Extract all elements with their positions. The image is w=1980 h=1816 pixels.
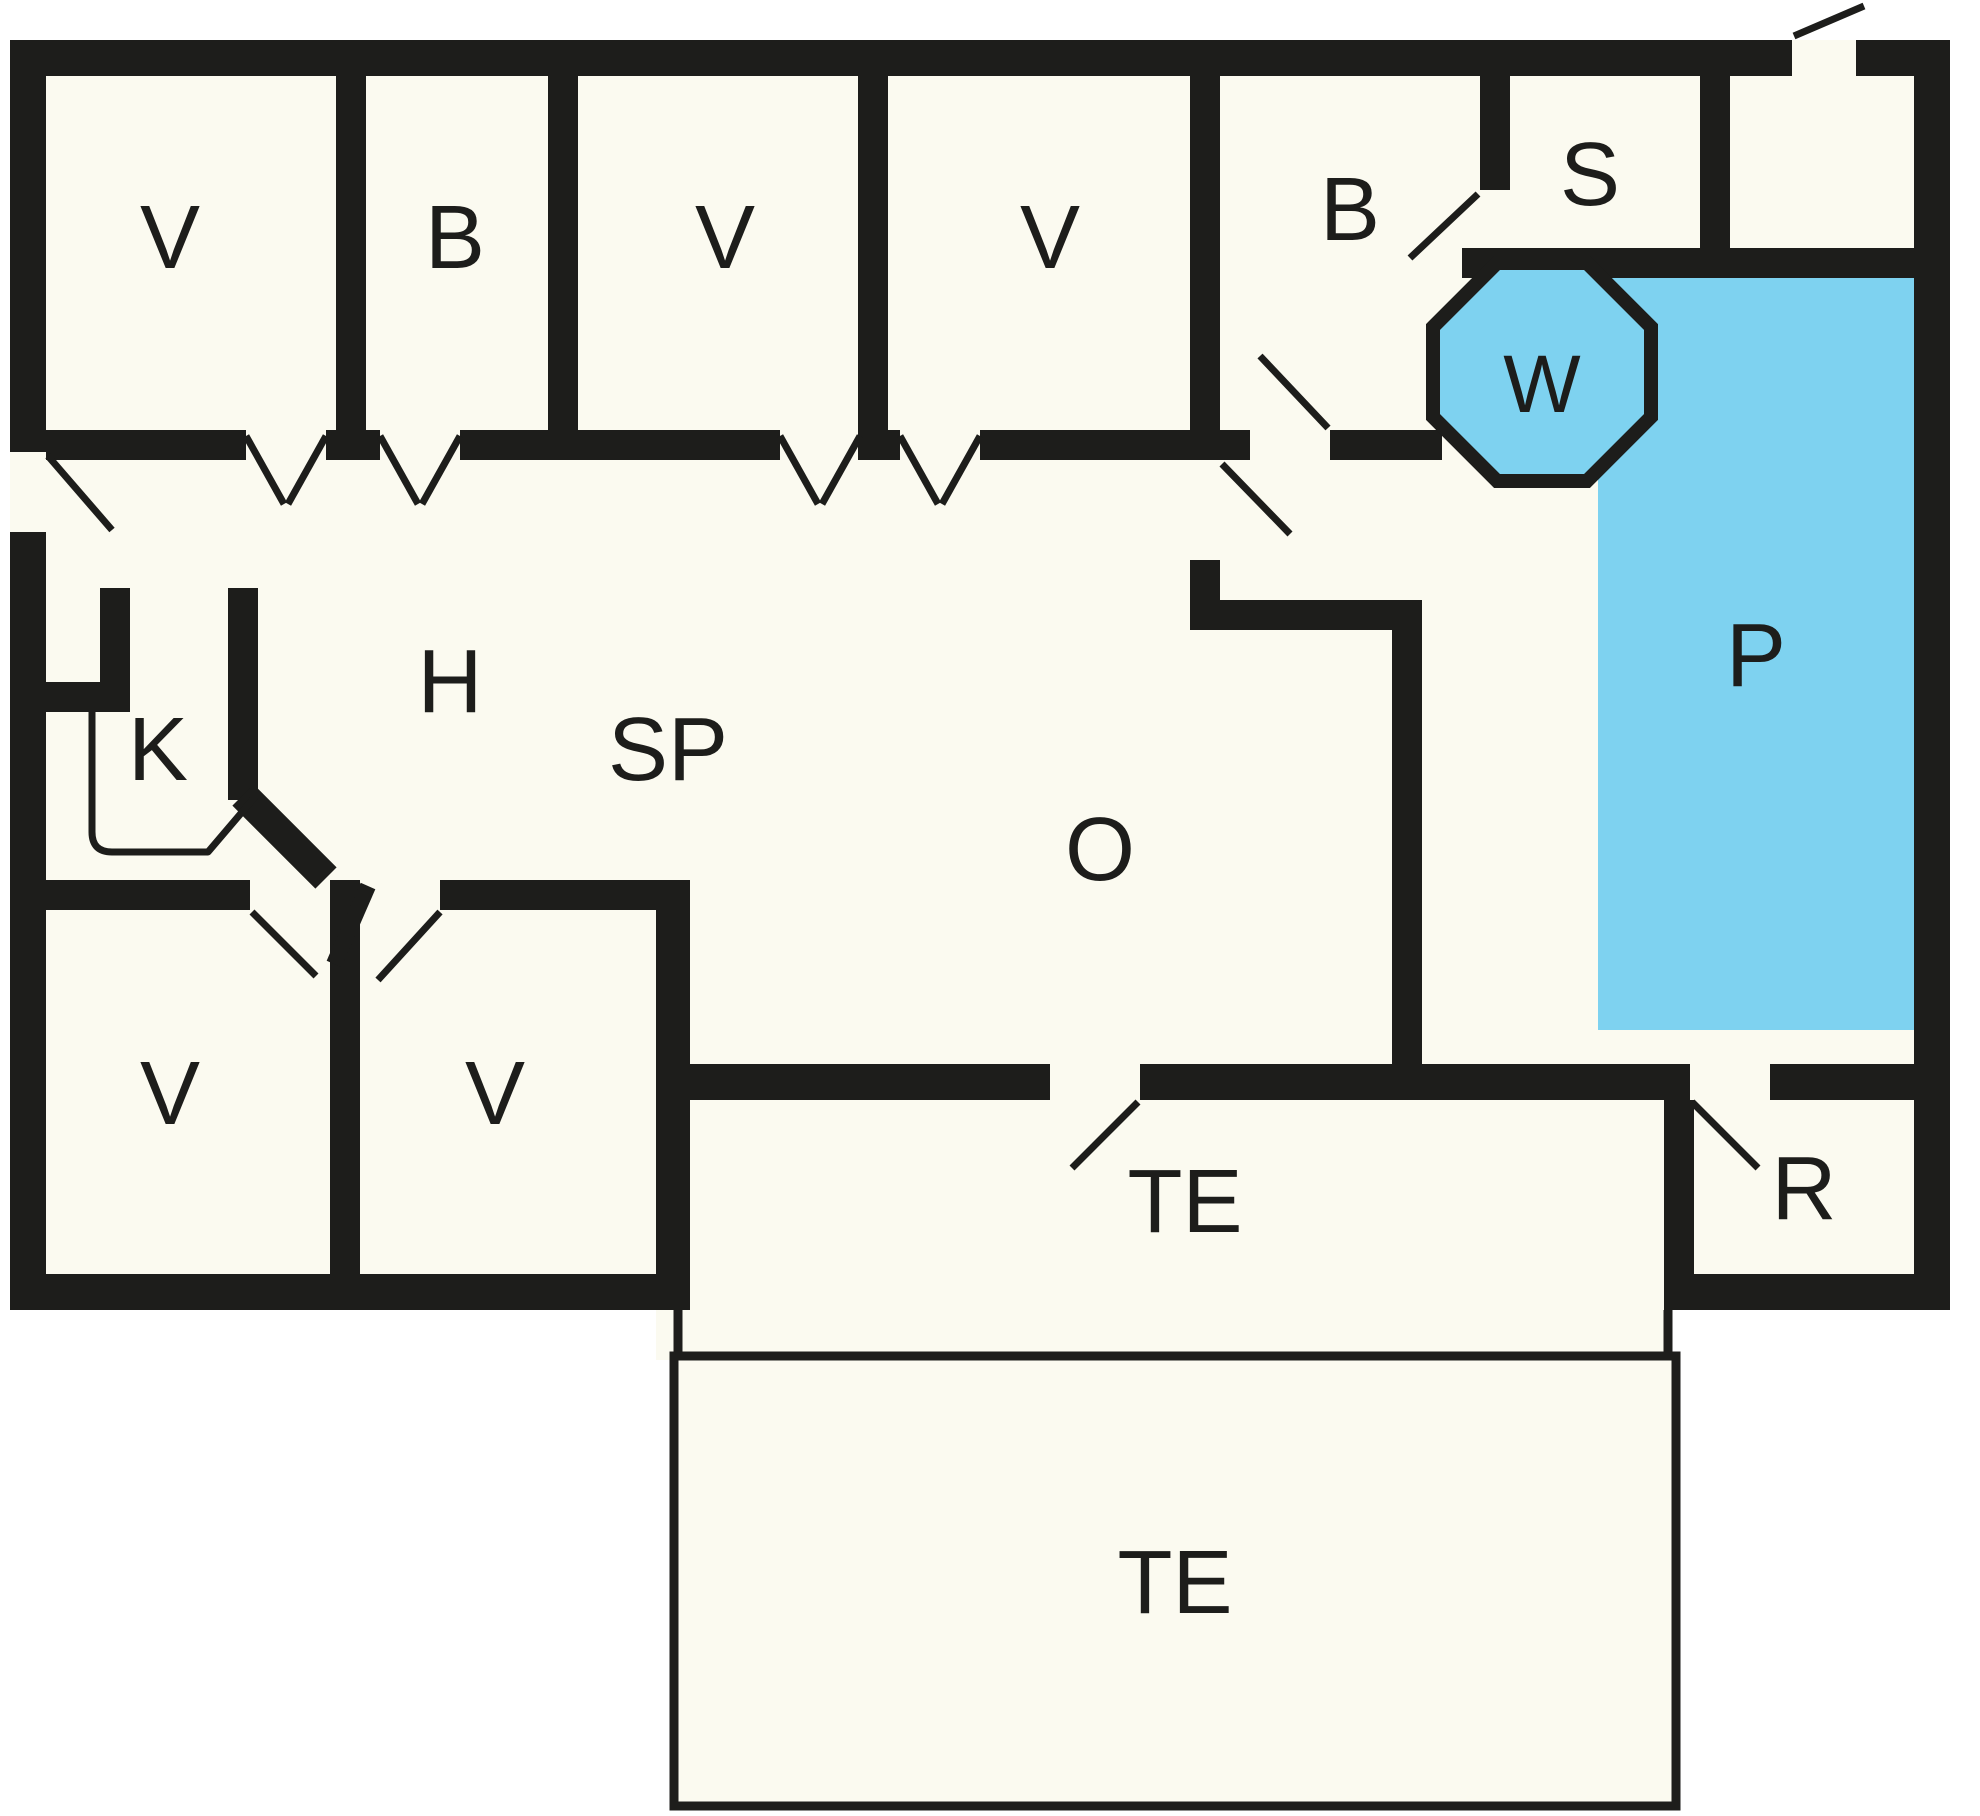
terrace-lines xyxy=(673,1100,1673,1360)
room-label-storage: R xyxy=(1772,1139,1837,1239)
kitchen-counter xyxy=(88,712,258,856)
entry-door-left xyxy=(45,453,115,533)
terrace-lower-floor xyxy=(669,1351,1681,1811)
room-label-bathroom-2: B xyxy=(1320,160,1380,260)
room-label-bedroom-3: V xyxy=(1020,188,1080,288)
room-label-dining: SP xyxy=(608,700,728,800)
room-label-bedroom-5: V xyxy=(465,1044,525,1144)
room-label-terrace-upper: TE xyxy=(1127,1152,1242,1252)
room-label-sauna: S xyxy=(1560,125,1620,225)
room-label-pool: P xyxy=(1726,606,1786,706)
open-door-leaf xyxy=(326,882,376,968)
room-label-bedroom-4: V xyxy=(140,1044,200,1144)
terrace-door xyxy=(1069,1099,1141,1171)
walls xyxy=(10,40,1950,1310)
room-label-lounge: O xyxy=(1065,800,1135,900)
terrace-upper-floor xyxy=(656,1096,1664,1360)
whirlpool-octagon xyxy=(1426,256,1658,488)
sauna-door xyxy=(1407,191,1481,261)
room-label-whirlpool: W xyxy=(1503,339,1581,430)
bathroom-2-door xyxy=(1257,353,1331,431)
pool-corridor-door xyxy=(1219,461,1293,537)
room-labels: V B V V B S W P K H SP O V V TE R TE xyxy=(128,125,1837,1633)
room-label-bedroom-1: V xyxy=(140,188,200,288)
storage-door xyxy=(1689,1099,1761,1171)
room-label-bathroom-1: B xyxy=(425,188,485,288)
door-swings xyxy=(45,2,1866,1171)
room-label-bedroom-2: V xyxy=(695,188,755,288)
room-label-terrace-lower: TE xyxy=(1117,1533,1232,1633)
room-label-hall: H xyxy=(418,632,483,732)
entry-door-top xyxy=(1792,2,1866,40)
room-label-kitchen: K xyxy=(128,700,188,800)
